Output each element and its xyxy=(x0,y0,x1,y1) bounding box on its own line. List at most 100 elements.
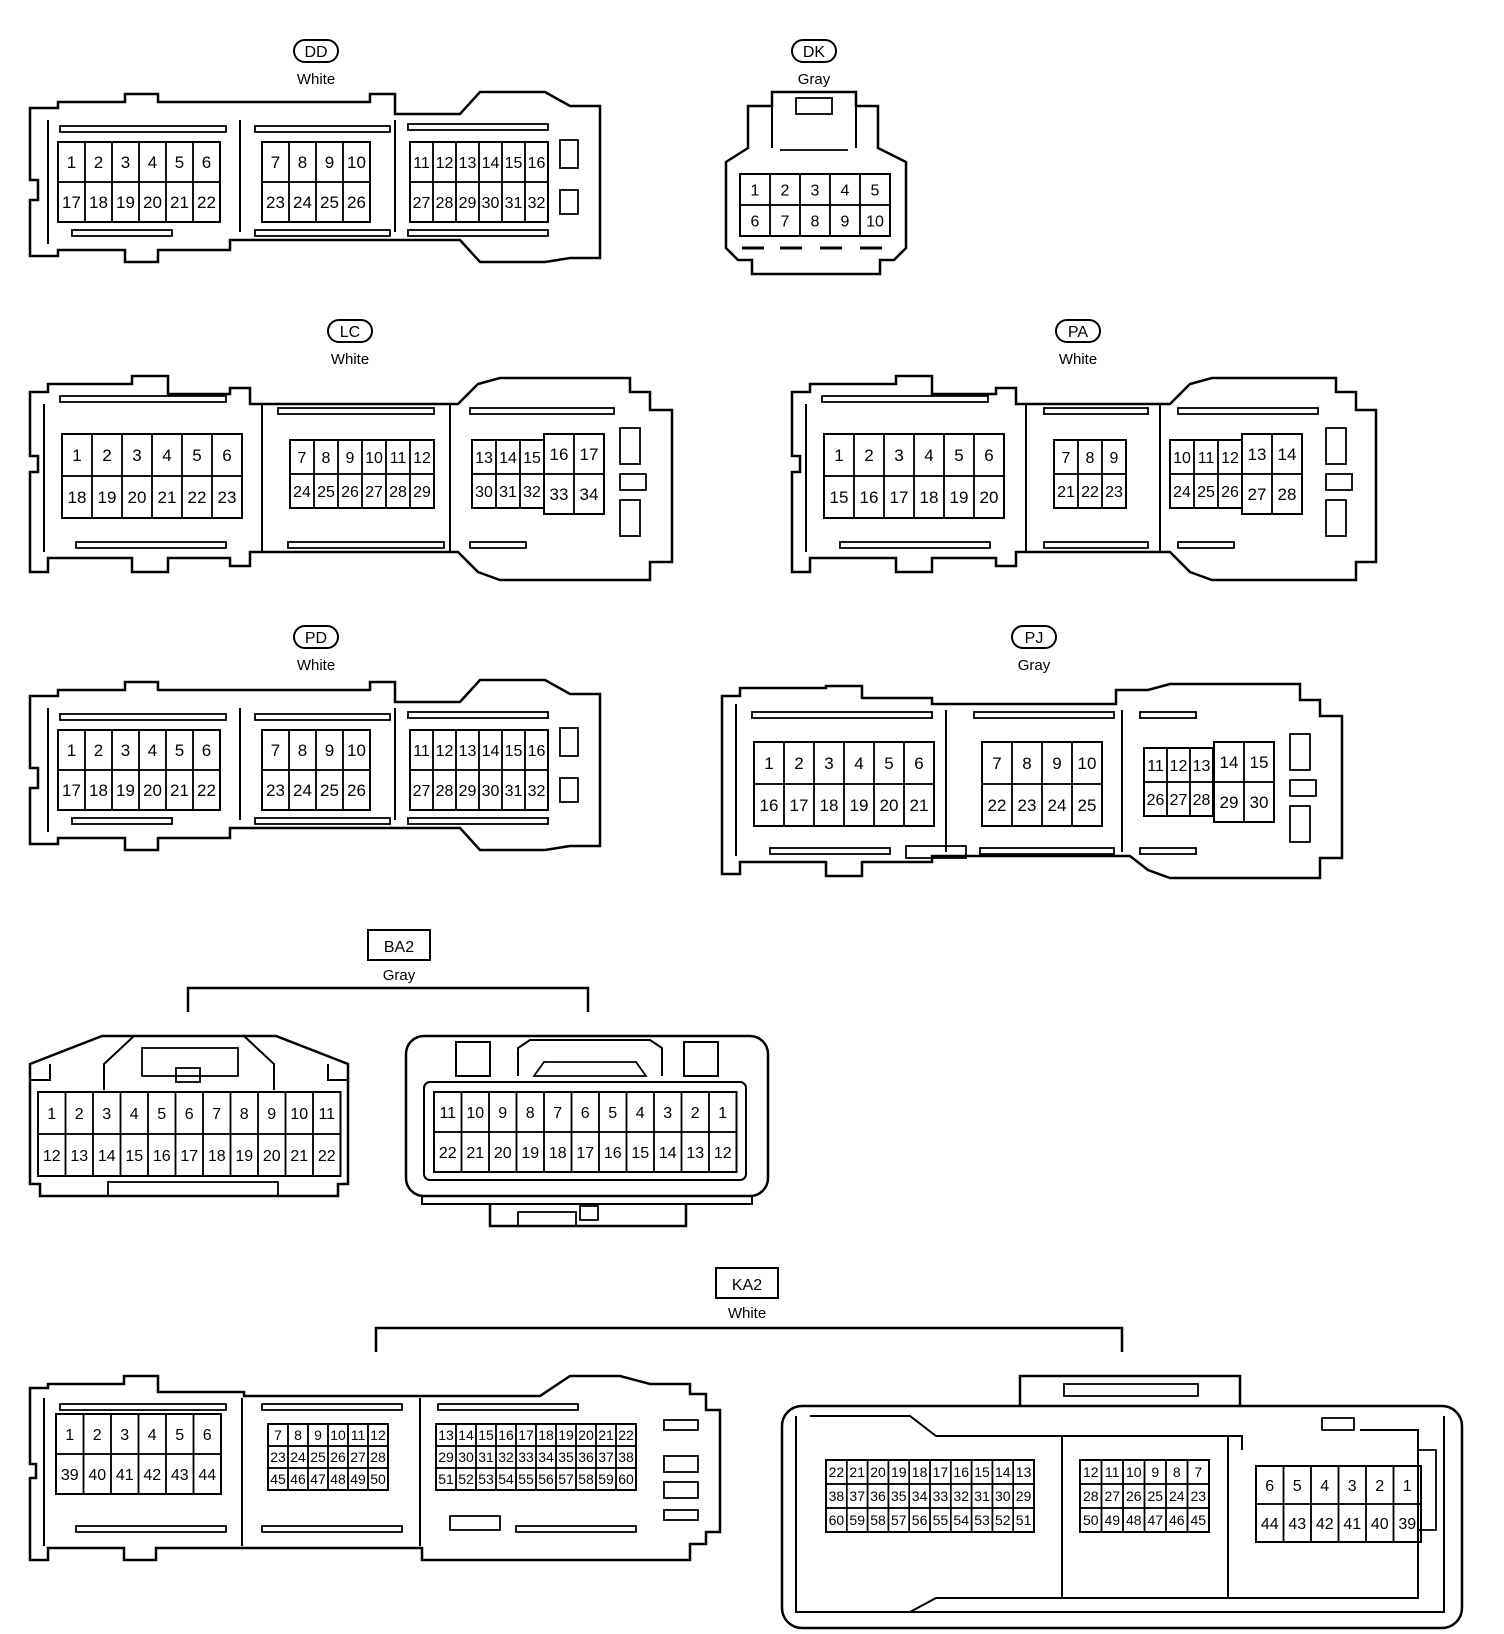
pin-number: 20 xyxy=(870,1464,886,1480)
pin-number: 27 xyxy=(1104,1488,1120,1504)
pin-number: 4 xyxy=(148,1427,157,1444)
pin-number: 22 xyxy=(197,193,216,212)
bracket-ka2 xyxy=(374,1326,1124,1352)
label-oval-pj xyxy=(1011,625,1057,649)
label-box-ba2 xyxy=(367,929,431,961)
pin-number: 8 xyxy=(322,450,331,467)
pin-number: 8 xyxy=(526,1105,535,1122)
label-lc: LC White xyxy=(327,319,373,368)
pin-number: 1 xyxy=(1403,1478,1412,1495)
pin-number: 41 xyxy=(116,1467,134,1484)
connector-color-dk: Gray xyxy=(798,71,831,88)
pin-number: 2 xyxy=(794,754,803,773)
pin-number: 5 xyxy=(871,182,880,199)
pin-number: 22 xyxy=(618,1427,634,1443)
label-oval-dd xyxy=(293,39,339,63)
pin-number: 4 xyxy=(130,1106,139,1123)
pin-number: 9 xyxy=(314,1427,322,1443)
pin-number: 26 xyxy=(1221,484,1239,501)
pin-number: 10 xyxy=(330,1427,346,1443)
pin-number: 18 xyxy=(820,796,839,815)
pin-cell xyxy=(192,1453,222,1495)
pin-number: 15 xyxy=(974,1464,990,1480)
pin-number: 31 xyxy=(505,783,523,800)
pin-number: 35 xyxy=(558,1449,574,1465)
pin-number: 23 xyxy=(218,488,237,507)
pin-number: 59 xyxy=(598,1471,614,1487)
pin-number: 38 xyxy=(618,1449,634,1465)
pin-number: 24 xyxy=(1169,1488,1185,1504)
pin-number: 15 xyxy=(505,743,523,760)
connector-id-dk: DK xyxy=(803,44,826,61)
pin-number: 3 xyxy=(102,1106,111,1123)
connector-ba2-left xyxy=(28,1034,350,1198)
pin-number: 17 xyxy=(576,1145,594,1162)
pin-number: 5 xyxy=(884,754,893,773)
pin-number: 38 xyxy=(829,1488,845,1504)
pin-number: 2 xyxy=(93,1427,102,1444)
pin-number: 57 xyxy=(558,1471,574,1487)
pin-number: 18 xyxy=(89,781,108,800)
pin-cell xyxy=(1271,473,1303,515)
pin-number: 12 xyxy=(1221,450,1239,467)
pin-cell xyxy=(573,473,605,515)
pin-number: 14 xyxy=(1278,445,1297,464)
pin-number: 9 xyxy=(346,450,355,467)
pin-number: 12 xyxy=(436,743,454,760)
pin-number: 49 xyxy=(1104,1512,1120,1528)
pin-number: 24 xyxy=(293,484,311,501)
pin-number: 48 xyxy=(330,1471,346,1487)
pin-number: 1 xyxy=(72,446,81,465)
pin-cell xyxy=(615,1467,637,1491)
pin-number: 21 xyxy=(910,796,929,815)
pin-number: 1 xyxy=(65,1427,74,1444)
pin-number: 14 xyxy=(499,450,517,467)
pin-number: 2 xyxy=(102,446,111,465)
pin-number: 21 xyxy=(170,781,189,800)
pin-number: 5 xyxy=(608,1105,617,1122)
pin-number: 33 xyxy=(518,1449,534,1465)
pin-number: 10 xyxy=(1126,1464,1142,1480)
pin-number: 15 xyxy=(125,1148,143,1165)
pin-number: 56 xyxy=(912,1512,928,1528)
connector-color-dd: White xyxy=(297,71,335,88)
pin-number: 26 xyxy=(330,1449,346,1465)
pin-number: 9 xyxy=(325,741,334,760)
pin-number: 16 xyxy=(153,1148,171,1165)
pin-number: 27 xyxy=(1248,485,1267,504)
pin-number: 6 xyxy=(581,1105,590,1122)
pin-number: 6 xyxy=(185,1106,194,1123)
pin-number: 13 xyxy=(1016,1464,1032,1480)
pin-number: 3 xyxy=(663,1105,672,1122)
pin-number: 25 xyxy=(1147,1488,1163,1504)
pin-number: 5 xyxy=(175,1427,184,1444)
pin-number: 17 xyxy=(890,488,909,507)
pin-number: 4 xyxy=(924,446,933,465)
pin-number: 13 xyxy=(459,743,477,760)
pin-number: 13 xyxy=(70,1148,88,1165)
pin-number: 3 xyxy=(121,153,130,172)
pin-number: 2 xyxy=(75,1106,84,1123)
pin-number: 16 xyxy=(550,445,569,464)
pin-number: 4 xyxy=(148,153,157,172)
pin-number: 2 xyxy=(94,153,103,172)
pin-number: 29 xyxy=(1016,1488,1032,1504)
pin-number: 26 xyxy=(347,781,366,800)
pin-number: 32 xyxy=(953,1488,969,1504)
pin-number: 28 xyxy=(389,484,407,501)
pin-cell xyxy=(192,181,221,223)
pin-number: 32 xyxy=(528,783,546,800)
pin-number: 10 xyxy=(1078,754,1097,773)
pin-cell xyxy=(524,181,549,223)
pin-number: 18 xyxy=(549,1145,567,1162)
connector-dd xyxy=(28,90,602,264)
label-ba2: BA2 Gray xyxy=(186,929,590,1012)
pin-number: 16 xyxy=(860,488,879,507)
